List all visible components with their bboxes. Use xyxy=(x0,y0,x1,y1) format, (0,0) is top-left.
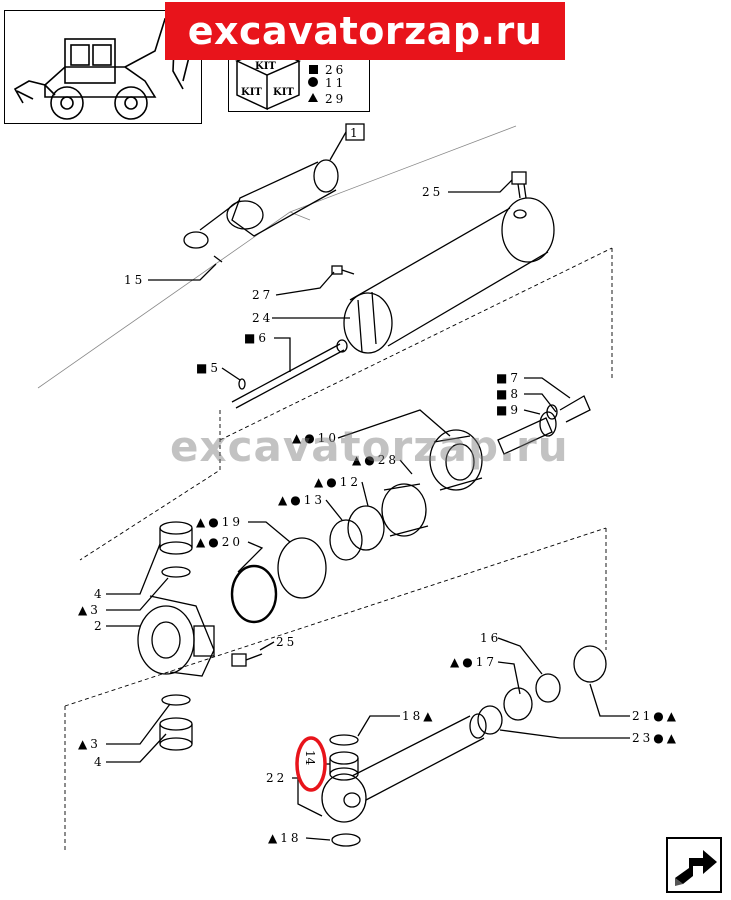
watermark: excavatorzap.ru xyxy=(170,422,569,471)
svg-text:24: 24 xyxy=(252,311,273,325)
cylinder-assembly-thumbnail xyxy=(183,159,339,249)
bolt-item-25-bottom xyxy=(231,653,263,667)
svg-text:25: 25 xyxy=(422,185,443,199)
callout-group: 25 15 27 24 ■6 ■5 ■7 ■8 ■9 ▲●10 ▲●28 ▲●1… xyxy=(78,185,679,845)
pin-item-5 xyxy=(238,378,246,390)
callout-6: 6 xyxy=(258,331,269,345)
callout-3b: 3 xyxy=(90,737,101,751)
svg-text:▲●10: ▲●10 xyxy=(292,431,339,445)
bolt-item-25-top xyxy=(511,171,527,199)
seal-ring-13 xyxy=(329,519,363,561)
svg-text:25: 25 xyxy=(276,635,297,649)
svg-text:23●▲: 23●▲ xyxy=(632,731,679,745)
callout-15: 15 xyxy=(124,273,145,287)
callout-9: 9 xyxy=(510,403,521,417)
cylinder-barrel xyxy=(343,197,555,354)
o-ring-20 xyxy=(230,564,278,624)
callout-2: 2 xyxy=(94,619,105,633)
piston-ring-item-10 xyxy=(381,483,429,537)
callout-14: 14 xyxy=(303,750,317,766)
grease-fitting-15 xyxy=(213,255,223,263)
bushing-bottom xyxy=(159,694,193,751)
svg-text:▲3: ▲3 xyxy=(78,603,101,617)
svg-text:27: 27 xyxy=(252,288,273,302)
svg-text:4: 4 xyxy=(94,587,105,601)
svg-text:16: 16 xyxy=(480,631,501,645)
svg-text:■7: ■7 xyxy=(496,371,521,385)
callout-23: 23 xyxy=(632,731,653,745)
callout-8: 8 xyxy=(510,387,521,401)
callout-27: 27 xyxy=(252,288,273,302)
callout-24: 24 xyxy=(252,311,273,325)
callout-10: 10 xyxy=(318,431,339,445)
next-page-button[interactable] xyxy=(665,836,723,894)
svg-text:■5: ■5 xyxy=(196,361,221,375)
callout-25a: 25 xyxy=(422,185,443,199)
kit-label-right: KIT xyxy=(273,87,294,98)
callout-18b: 18 xyxy=(280,831,301,845)
svg-text:▲18: ▲18 xyxy=(268,831,302,845)
kit-label-top: KIT xyxy=(255,61,276,72)
rod-seals xyxy=(477,645,607,735)
kit-triangle-value: 29 xyxy=(325,92,346,106)
assembly-leader xyxy=(329,131,347,161)
callout-4a: 4 xyxy=(94,587,105,601)
triangle-symbol-icon xyxy=(308,93,318,102)
rod-bushing-14 xyxy=(329,734,359,781)
bushing-18 xyxy=(331,833,361,847)
svg-text:▲●20: ▲●20 xyxy=(196,535,243,549)
callout-20: 20 xyxy=(222,535,243,549)
screw-item-27 xyxy=(331,265,355,275)
svg-text:21●▲: 21●▲ xyxy=(632,709,679,723)
assembly-number: 1 xyxy=(350,126,358,140)
bushing-top xyxy=(159,521,193,578)
svg-text:15: 15 xyxy=(124,273,145,287)
svg-text:22: 22 xyxy=(266,771,287,785)
callout-4b: 4 xyxy=(94,755,105,769)
callout-3a: 3 xyxy=(90,603,101,617)
callout-17: 17 xyxy=(476,655,497,669)
callout-7: 7 xyxy=(510,371,521,385)
callout-21: 21 xyxy=(632,709,653,723)
circle-symbol-icon xyxy=(308,77,318,87)
svg-text:▲●19: ▲●19 xyxy=(196,515,243,529)
svg-text:2: 2 xyxy=(94,619,105,633)
seal-ring-12 xyxy=(347,505,385,551)
callout-28: 28 xyxy=(378,453,399,467)
svg-text:▲●28: ▲●28 xyxy=(352,453,399,467)
svg-text:18▲: 18▲ xyxy=(402,709,436,723)
site-banner[interactable]: excavatorzap.ru xyxy=(165,2,565,60)
relief-valve xyxy=(497,395,591,455)
svg-text:14: 14 xyxy=(303,750,317,766)
next-page-arrow-icon xyxy=(666,837,722,893)
callout-18a: 18 xyxy=(402,709,423,723)
svg-text:4: 4 xyxy=(94,755,105,769)
callout-19: 19 xyxy=(222,515,243,529)
piston-rod xyxy=(321,713,487,823)
highlight-ring xyxy=(295,736,327,792)
callout-16: 16 xyxy=(480,631,501,645)
svg-text:■9: ■9 xyxy=(496,403,521,417)
svg-text:■6: ■6 xyxy=(244,331,269,345)
svg-text:■8: ■8 xyxy=(496,387,521,401)
callout-12: 12 xyxy=(340,475,361,489)
callout-22: 22 xyxy=(266,771,287,785)
svg-text:▲3: ▲3 xyxy=(78,737,101,751)
square-symbol-icon xyxy=(309,65,318,74)
callout-13: 13 xyxy=(304,493,325,507)
kit-label-left: KIT xyxy=(241,87,262,98)
seal-ring-19 xyxy=(277,537,327,599)
svg-text:▲●12: ▲●12 xyxy=(314,475,361,489)
callout-25b: 25 xyxy=(276,635,297,649)
svg-text:▲●17: ▲●17 xyxy=(450,655,497,669)
svg-text:▲●13: ▲●13 xyxy=(278,493,325,507)
kit-square-value: 26 xyxy=(325,63,346,77)
cylinder-head xyxy=(137,595,215,677)
kit-circle-value: 11 xyxy=(325,76,346,90)
callout-5: 5 xyxy=(210,361,221,375)
piston xyxy=(429,429,483,491)
tie-rod xyxy=(231,343,345,409)
